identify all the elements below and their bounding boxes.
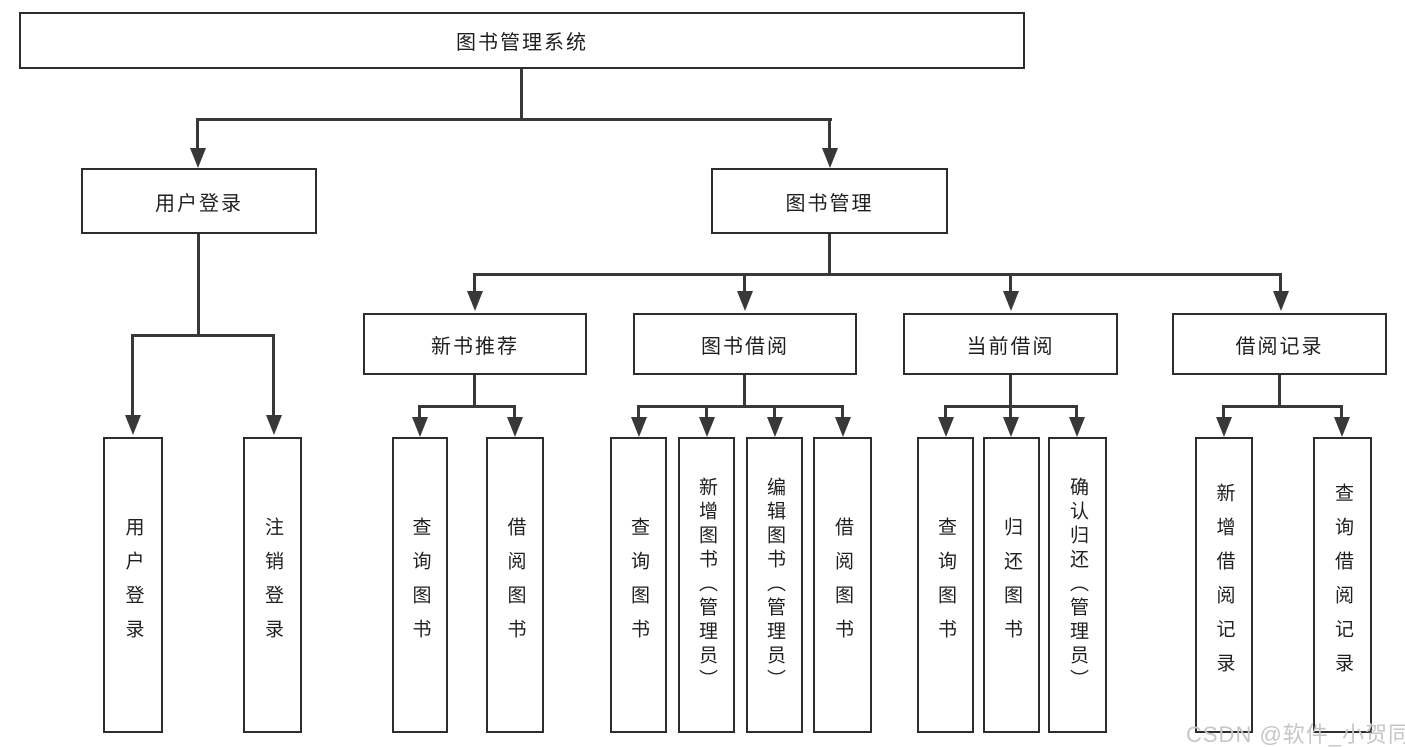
edge-line [841, 405, 844, 419]
leaf-label: 注销登录 [262, 517, 283, 653]
edge-line [473, 375, 476, 408]
node-label: 新书推荐 [431, 335, 519, 358]
leaf-query-borrow-record: 查询借阅记录 [1313, 437, 1372, 733]
leaf-label: 编辑图书（管理员） [764, 477, 785, 693]
arrow-down-icon [835, 417, 851, 437]
leaf-label: 查询图书 [409, 517, 431, 653]
leaf-logout: 注销登录 [243, 437, 302, 733]
leaf-add-books-admin: 新增图书（管理员） [678, 437, 735, 733]
edge-line [828, 118, 831, 150]
edge-line [473, 273, 1282, 276]
edge-line [197, 234, 200, 337]
leaf-edit-books-admin: 编辑图书（管理员） [746, 437, 803, 733]
node-borrowing-records: 借阅记录 [1172, 313, 1387, 375]
edge-line [131, 334, 134, 416]
edge-line [196, 118, 199, 150]
edge-line [637, 405, 844, 408]
edge-line [272, 334, 275, 416]
edge-line [513, 405, 516, 419]
edge-line [944, 405, 947, 419]
edge-line [1279, 273, 1282, 292]
arrow-down-icon [1003, 417, 1019, 437]
leaf-borrow-books-borrowing: 借阅图书 [813, 437, 872, 733]
edge-line [705, 405, 708, 419]
edge-line [1009, 273, 1012, 292]
arrow-down-icon [737, 291, 753, 311]
arrow-down-icon [1273, 291, 1289, 311]
node-label: 图书管理系统 [456, 32, 588, 54]
leaf-borrow-books-recommend: 借阅图书 [486, 437, 544, 733]
arrow-down-icon [1069, 417, 1085, 437]
edge-line [1222, 405, 1225, 419]
leaf-label: 确认归还（管理员） [1067, 477, 1088, 693]
edge-line [743, 375, 746, 408]
arrow-down-icon [822, 148, 838, 168]
leaf-confirm-return-admin: 确认归还（管理员） [1048, 437, 1107, 733]
arrow-down-icon [631, 417, 647, 437]
leaf-label: 借阅图书 [504, 517, 526, 653]
edge-line [743, 273, 746, 292]
leaf-query-books-current: 查询图书 [917, 437, 974, 733]
leaf-user-login: 用户登录 [103, 437, 163, 733]
node-label: 用户登录 [155, 192, 243, 215]
node-current-borrowing: 当前借阅 [903, 313, 1118, 375]
arrow-down-icon [467, 291, 483, 311]
edge-line [1009, 375, 1012, 408]
edge-line [637, 405, 640, 419]
edge-line [1009, 405, 1012, 419]
edge-line [418, 405, 421, 419]
node-library-management-system: 图书管理系统 [19, 12, 1025, 69]
leaf-query-books-borrowing: 查询图书 [610, 437, 667, 733]
edge-line [1075, 405, 1078, 419]
node-book-borrowing: 图书借阅 [633, 313, 857, 375]
node-label: 当前借阅 [966, 335, 1055, 358]
edge-line [1278, 375, 1281, 408]
arrow-down-icon [1003, 291, 1019, 311]
edge-line [473, 273, 476, 292]
arrow-down-icon [266, 415, 282, 435]
edge-line [131, 334, 275, 337]
arrow-down-icon [412, 417, 428, 437]
arrow-down-icon [699, 417, 715, 437]
leaf-query-books-recommend: 查询图书 [392, 437, 448, 733]
leaf-label: 用户登录 [122, 517, 144, 653]
edge-line [196, 118, 832, 121]
node-label: 图书借阅 [701, 335, 789, 358]
node-user-login: 用户登录 [81, 168, 317, 234]
leaf-return-books: 归还图书 [983, 437, 1040, 733]
arrow-down-icon [938, 417, 954, 437]
arrow-down-icon [507, 417, 523, 437]
arrow-down-icon [125, 415, 141, 435]
leaf-add-borrow-record: 新增借阅记录 [1195, 437, 1253, 733]
leaf-label: 归还图书 [1001, 517, 1022, 653]
leaf-label: 查询图书 [935, 517, 956, 653]
leaf-label: 新增借阅记录 [1213, 483, 1235, 687]
node-label: 图书管理 [785, 192, 874, 215]
watermark-text: CSDN @软件_小贺同学 [1186, 722, 1405, 747]
node-new-book-recommendation: 新书推荐 [363, 313, 587, 375]
arrow-down-icon [190, 148, 206, 168]
edge-line [520, 69, 523, 120]
arrow-down-icon [767, 417, 783, 437]
arrow-down-icon [1216, 417, 1232, 437]
leaf-label: 借阅图书 [832, 517, 853, 653]
node-label: 借阅记录 [1235, 335, 1324, 358]
leaf-label: 查询图书 [628, 517, 649, 653]
arrow-down-icon [1334, 417, 1350, 437]
edge-line [773, 405, 776, 419]
edge-line [828, 234, 831, 276]
node-book-management: 图书管理 [711, 168, 948, 234]
leaf-label: 查询借阅记录 [1332, 483, 1353, 687]
leaf-label: 新增图书（管理员） [696, 477, 717, 693]
edge-line [1222, 405, 1343, 408]
edge-line [418, 405, 516, 408]
edge-line [1340, 405, 1343, 419]
